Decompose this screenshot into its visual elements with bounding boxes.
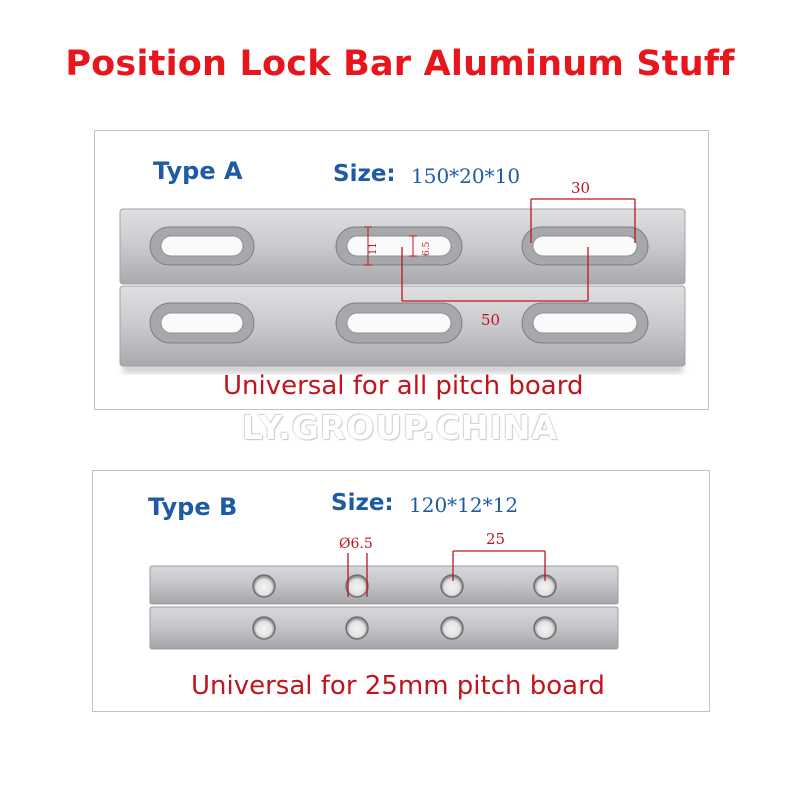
dimension-6-5-marker <box>409 235 417 257</box>
bar-shadow <box>123 363 683 373</box>
slot-opening <box>532 235 638 257</box>
dimension-diameter-marker <box>347 553 368 597</box>
slot-opening <box>346 312 452 334</box>
dimension-11-label: 11 <box>368 242 379 255</box>
type-b-size-label: Size: <box>331 490 394 516</box>
dimension-30-marker <box>530 198 636 243</box>
type-a-top-slots <box>149 226 649 266</box>
dimension-6-5-label: 6.5 <box>422 241 432 256</box>
type-b-label: Type B <box>148 493 238 521</box>
dimension-25-label: 25 <box>486 530 505 548</box>
type-a-label: Type A <box>153 157 243 185</box>
hole <box>345 616 369 640</box>
dimension-diameter-label: Ø6.5 <box>339 536 373 552</box>
dimension-50-marker <box>401 247 589 302</box>
dimension-50-label: 50 <box>481 311 500 329</box>
dimension-30-label: 30 <box>571 179 590 197</box>
type-b-size-value: 120*12*12 <box>409 493 519 517</box>
dimension-25-marker <box>452 550 546 581</box>
hole <box>345 574 369 598</box>
type-b-illustration: Ø6.5 25 <box>149 530 619 650</box>
type-a-bottom-slots <box>149 302 649 344</box>
type-a-illustration: 30 50 11 6.5 <box>119 179 686 373</box>
type-b-top-holes <box>252 574 557 598</box>
type-a-caption: Universal for all pitch board <box>223 371 584 401</box>
slot-opening <box>532 312 638 334</box>
type-b-caption: Universal for 25mm pitch board <box>191 671 605 701</box>
watermark: LY.GROUP.CHINA <box>241 408 559 447</box>
hole <box>440 616 464 640</box>
type-a-size-value: 150*20*10 <box>411 164 521 188</box>
slot-opening <box>160 235 244 257</box>
hole <box>440 574 464 598</box>
slot-opening <box>160 312 244 334</box>
slot-opening <box>346 235 452 257</box>
type-b-bottom-holes <box>252 616 557 640</box>
hole <box>252 616 276 640</box>
type-a-panel: Type A Size: 150*20*10 <box>94 130 709 410</box>
hole <box>252 574 276 598</box>
page-title: Position Lock Bar Aluminum Stuff <box>65 44 735 84</box>
type-b-panel: Type B Size: 120*12*12 <box>92 470 710 712</box>
dimension-11-marker <box>364 226 372 266</box>
type-a-size-label: Size: <box>333 161 396 187</box>
hole <box>533 616 557 640</box>
